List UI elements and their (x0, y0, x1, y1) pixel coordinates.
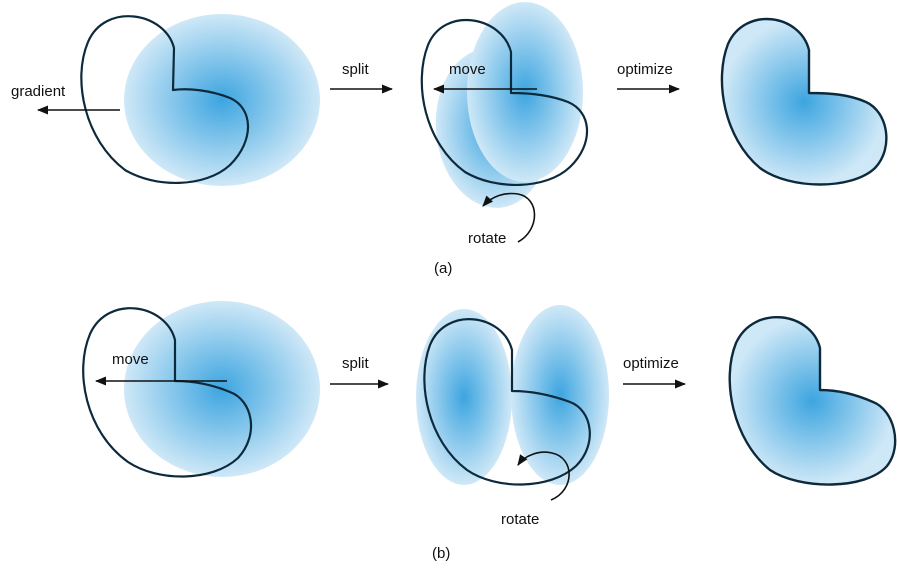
gaussian-blob-split-2 (511, 305, 609, 485)
target-outline (82, 307, 253, 478)
target-outline (80, 15, 250, 185)
optimize-label: optimize (623, 355, 679, 372)
row-b: move split rotate optimize (82, 301, 897, 528)
gradient-label: gradient (11, 83, 66, 100)
target-outline-split (423, 318, 591, 486)
fitted-shape (720, 17, 888, 186)
rotate-label: rotate (501, 511, 539, 528)
split-label: split (342, 61, 370, 78)
fitted-shape (728, 316, 897, 486)
caption-b: (b) (432, 545, 450, 562)
gaussian-blob-split-2 (467, 2, 583, 182)
target-outline-split (420, 19, 589, 187)
caption-a: (a) (434, 260, 452, 277)
split-label: split (342, 355, 370, 372)
move-label: move (449, 61, 486, 78)
rotate-label: rotate (468, 230, 506, 247)
move-label: move (112, 351, 149, 368)
row-a: gradient split move rotate optimize (11, 2, 888, 247)
gaussian-blob (124, 14, 320, 186)
rotate-arrow (482, 192, 536, 243)
optimize-label: optimize (617, 61, 673, 78)
gaussian-blob-split-1 (416, 309, 512, 485)
rotate-arrow (517, 451, 570, 501)
